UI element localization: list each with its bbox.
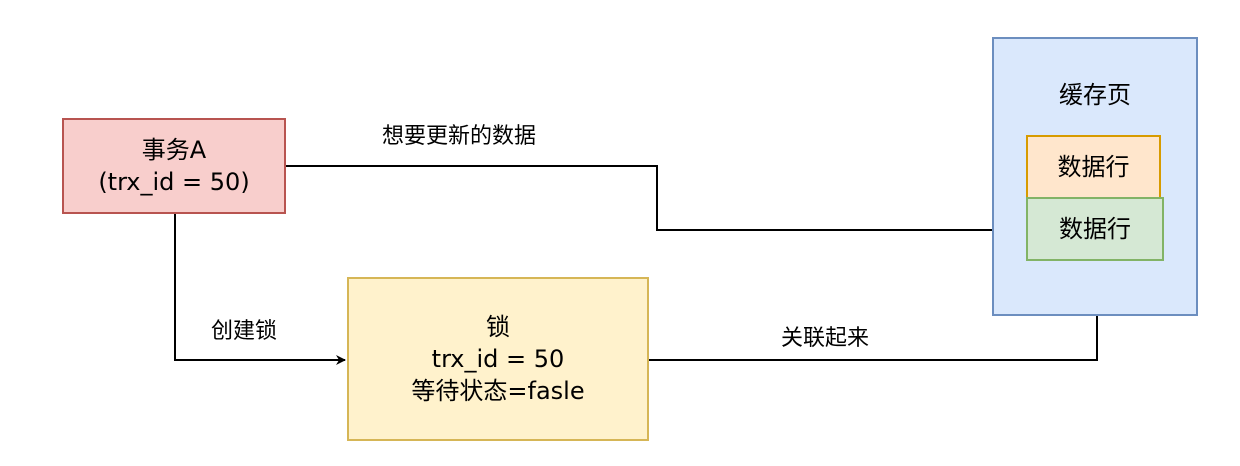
edge-create-lock (174, 214, 346, 365)
lock-trx-id: trx_id = 50 (431, 345, 565, 373)
cache-page-title: 缓存页 (1059, 81, 1131, 109)
data-row-label: 数据行 (1059, 215, 1131, 243)
edge-label-link-together: 关联起来 (781, 326, 870, 351)
data-row-label: 数据行 (1057, 153, 1130, 181)
transaction-id: (trx_id = 50) (98, 168, 250, 196)
edge-label-want-update: 想要更新的数据 (382, 124, 537, 149)
data-row-green[interactable]: 数据行 (1026, 197, 1164, 261)
transaction-box[interactable]: 事务A (trx_id = 50) (62, 118, 286, 214)
lock-title: 锁 (486, 313, 510, 341)
edge-label-create-lock: 创建锁 (211, 319, 278, 344)
edge-want-update (286, 165, 1025, 235)
transaction-name: 事务A (141, 136, 207, 164)
lock-box[interactable]: 锁 trx_id = 50 等待状态=fasle (347, 277, 649, 441)
lock-wait-status: 等待状态=fasle (411, 377, 585, 405)
data-row-orange[interactable]: 数据行 (1026, 135, 1161, 199)
